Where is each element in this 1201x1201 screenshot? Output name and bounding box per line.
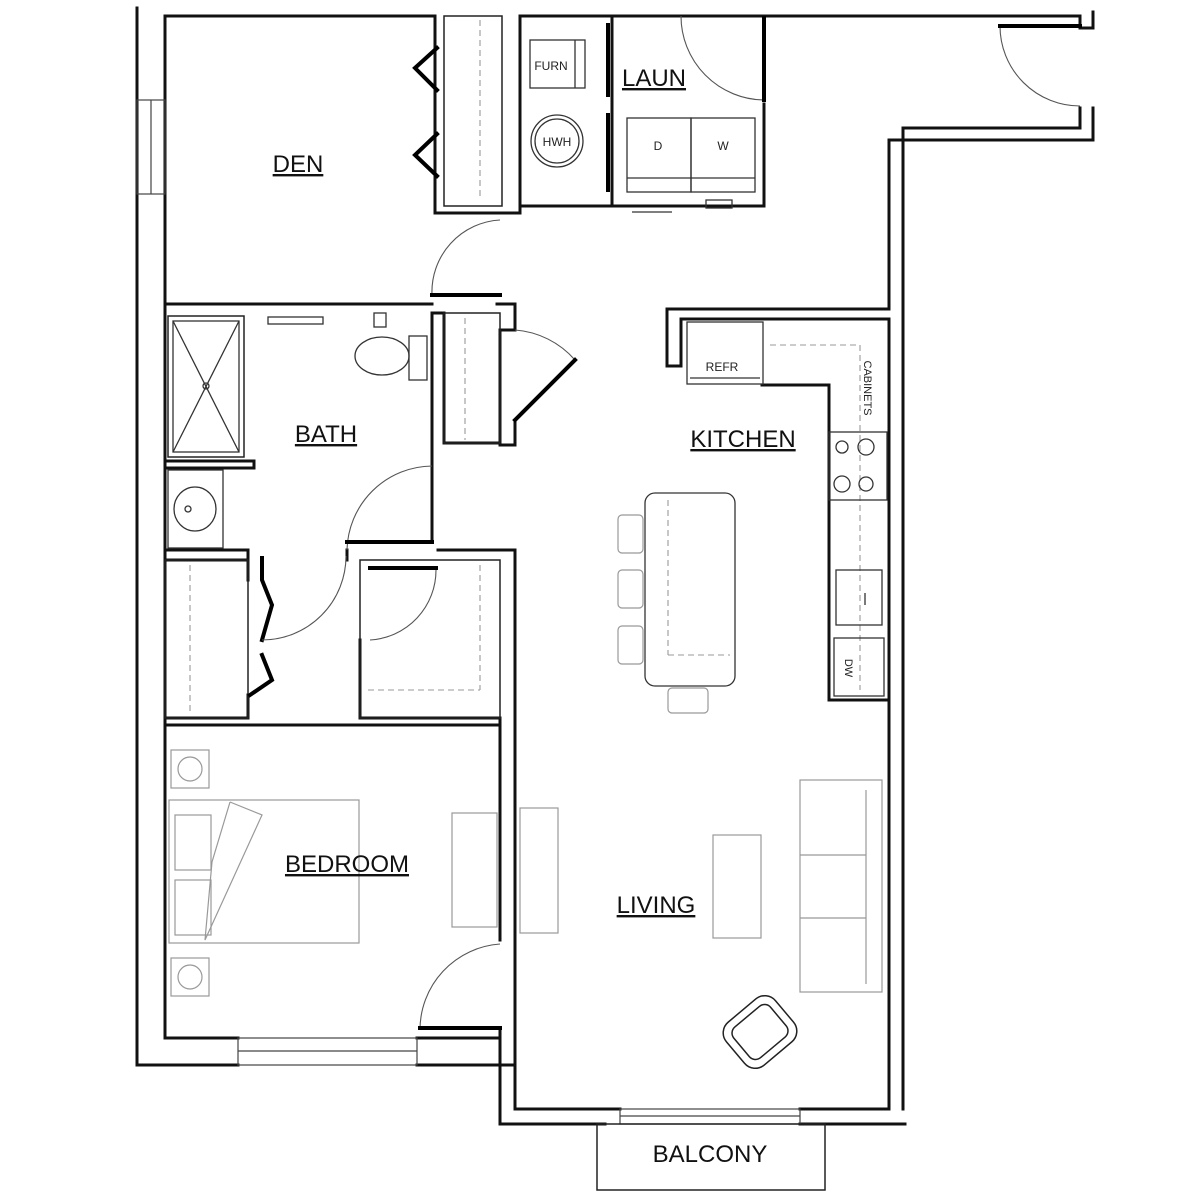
living-furniture — [519, 779, 883, 1070]
room-label-living: LIVING — [617, 892, 696, 919]
hall-closets — [164, 555, 501, 719]
dresser — [451, 812, 498, 928]
refrigerator — [686, 321, 764, 385]
tv-console — [519, 807, 559, 934]
room-label-den: DEN — [273, 151, 324, 178]
label-washer: W — [717, 139, 729, 153]
room-label-laundry: LAUN — [622, 65, 686, 92]
room-label-bath: BATH — [295, 421, 357, 448]
coffee-table — [712, 834, 762, 939]
washer-unit — [690, 117, 756, 193]
label-dryer: D — [654, 139, 663, 153]
bedroom-furniture — [168, 749, 502, 1031]
den-closet — [412, 15, 503, 207]
toilet-bowl — [354, 336, 410, 376]
dishwasher — [833, 637, 885, 697]
room-labels: DEN LAUN BATH KITCHEN BEDROOM LIVING BAL… — [273, 65, 796, 1168]
sofa — [799, 779, 883, 993]
furnace-unit — [529, 39, 586, 89]
bed — [168, 799, 360, 944]
label-water-heater: HWH — [543, 135, 572, 149]
den-door — [430, 219, 502, 297]
windows — [136, 99, 826, 1191]
bath-fixtures — [167, 312, 578, 551]
balcony-outline — [596, 1123, 826, 1191]
laundry-room — [610, 15, 1082, 213]
appliance-labels: FURN HWH D W REFR CABINETS DW — [534, 59, 873, 678]
room-label-bedroom: BEDROOM — [285, 851, 409, 878]
water-heater-tank — [530, 114, 584, 168]
kitchen-fixtures — [617, 321, 888, 714]
armchair — [722, 994, 798, 1070]
label-refrigerator: REFR — [706, 360, 739, 374]
range — [828, 431, 888, 501]
label-cabinets: CABINETS — [861, 360, 873, 415]
label-furnace: FURN — [534, 59, 567, 73]
mechanical-closet — [518, 14, 614, 208]
shower — [167, 315, 245, 458]
room-label-kitchen: KITCHEN — [690, 426, 795, 453]
toilet-tank — [408, 335, 428, 381]
dryer-unit — [626, 117, 692, 193]
kitchen-island — [644, 492, 736, 687]
room-label-balcony: BALCONY — [653, 1141, 768, 1168]
kitchen-sink — [835, 569, 883, 626]
label-dishwasher: DW — [842, 659, 854, 678]
sink-basin — [173, 486, 217, 532]
